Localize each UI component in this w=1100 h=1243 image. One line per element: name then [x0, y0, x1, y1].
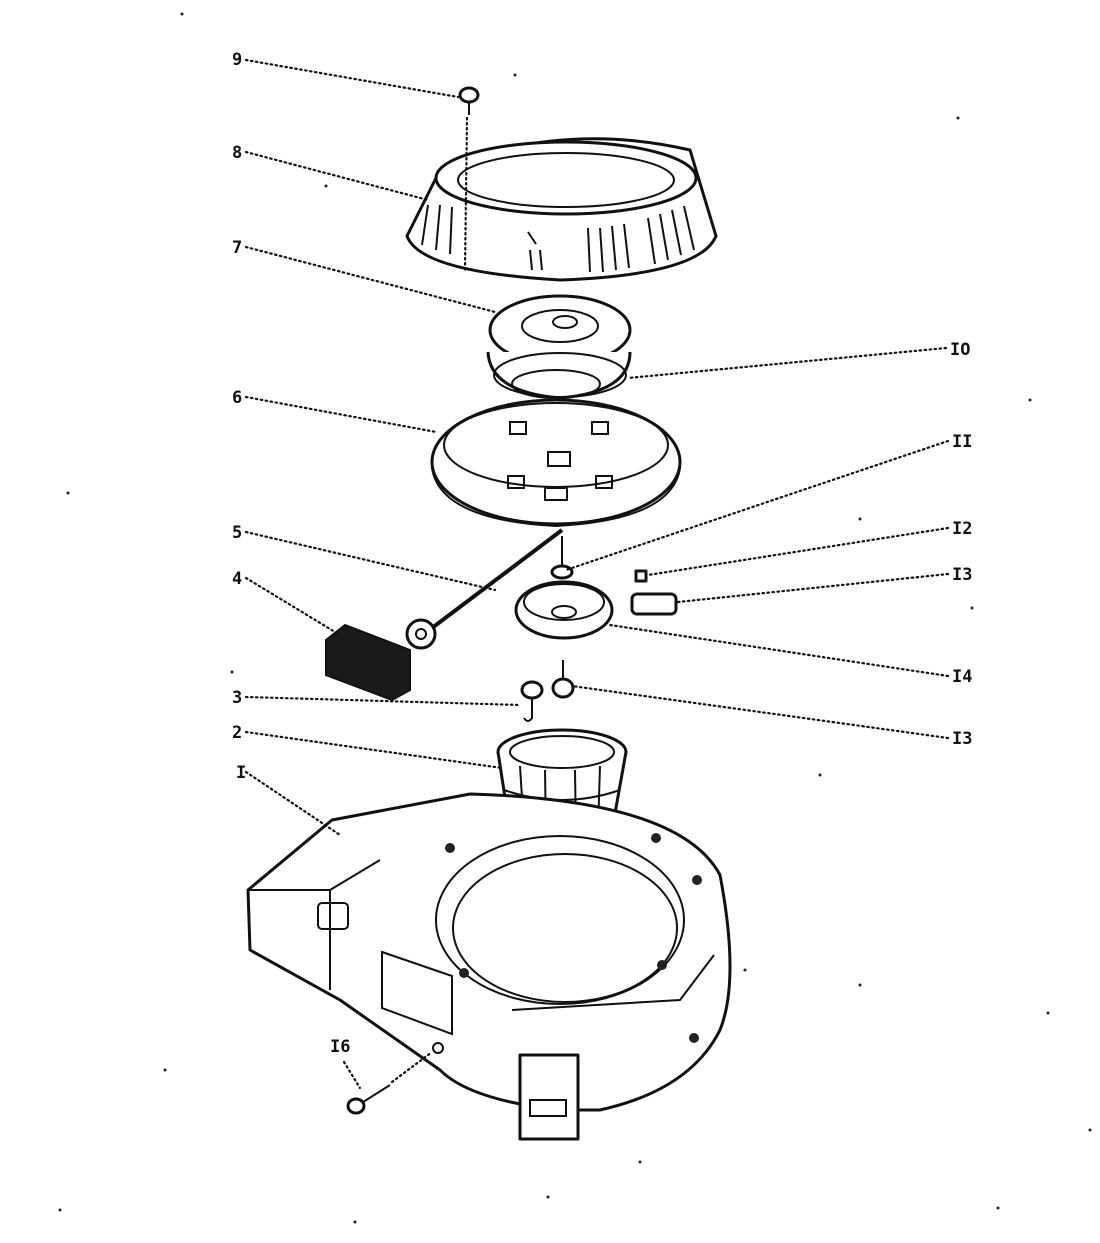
callout-4: 4 — [232, 569, 242, 589]
callout-10: IO — [950, 340, 970, 360]
callout-9: 9 — [232, 50, 242, 70]
callout-6: 6 — [232, 388, 242, 408]
callout-13-upper: I3 — [952, 565, 972, 585]
callout-3: 3 — [232, 688, 242, 708]
part-16-bolt — [346, 1050, 434, 1115]
part-6-starter-pulley — [430, 398, 682, 528]
part-9-screw — [458, 86, 480, 272]
callout-8: 8 — [232, 143, 242, 163]
part-12-pawl — [634, 569, 648, 583]
part-5-starter-rope — [430, 528, 564, 630]
callout-14: I4 — [952, 667, 972, 687]
callout-7: 7 — [232, 238, 242, 258]
part-11-pin — [550, 536, 574, 580]
scan-specks — [58, 12, 1092, 1224]
callout-11: II — [952, 432, 972, 452]
callout-5: 5 — [232, 523, 242, 543]
part-3-screw — [520, 680, 544, 722]
part-13-lower-screw — [551, 660, 575, 699]
callout-16: I6 — [330, 1037, 350, 1057]
callout-labels: 9 8 7 IO 6 II 5 I2 I3 4 I4 3 I3 2 I I I6 — [232, 50, 972, 1057]
callout-2: 2 — [232, 723, 242, 743]
callout-12: I2 — [952, 519, 972, 539]
leader-lines — [244, 58, 950, 1090]
part-13-pawl-spring — [630, 592, 678, 616]
part-14-pawl-hub — [514, 580, 614, 640]
callout-1-visible: I — [236, 763, 246, 783]
part-1-blower-housing — [246, 792, 732, 1141]
part-4-rope-handle — [325, 618, 437, 702]
part-10-rewind-spring — [486, 351, 632, 400]
part-8-starter-cover — [405, 137, 718, 282]
callout-13-lower: I3 — [952, 729, 972, 749]
